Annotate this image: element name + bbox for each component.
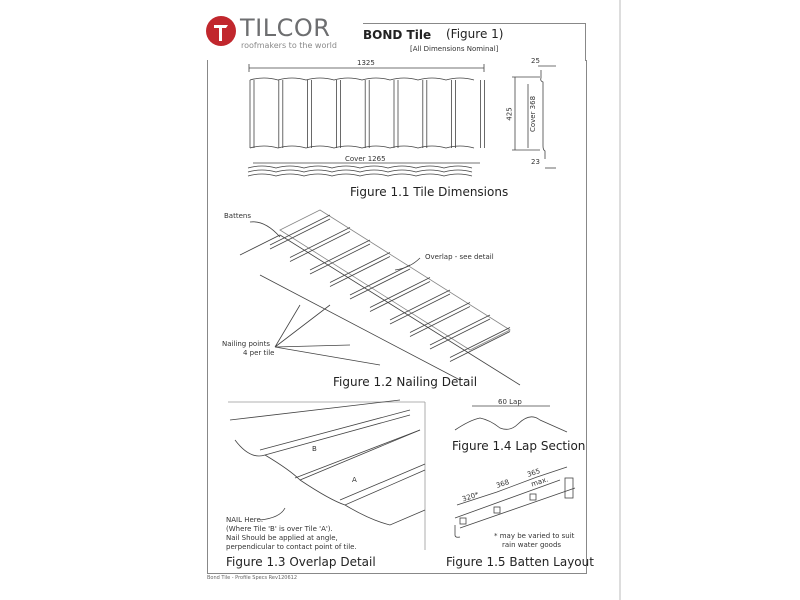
roof-nailing-drawing — [239, 209, 521, 386]
header-rule-right — [585, 23, 586, 61]
width-dimension: 1325 — [357, 59, 375, 67]
dimensions-note: [All Dimensions Nominal] — [410, 45, 499, 53]
nailing-points-label: Nailing points — [222, 340, 270, 348]
bottom-dimension: 23 — [531, 158, 540, 166]
brand-tagline: roofmakers to the world — [241, 41, 337, 50]
battens-label: Battens — [224, 212, 251, 220]
top-dimension: 25 — [531, 57, 540, 65]
viewer-scroll-edge — [619, 0, 621, 600]
height-dimension: 425 — [505, 107, 514, 121]
cover-height-dimension: Cover 368 — [529, 95, 538, 133]
nail-note-1: NAIL Here. — [226, 516, 264, 524]
tile-front-view — [248, 64, 485, 149]
tile-bottom-view — [247, 162, 480, 177]
overlap-label: Overlap - see detail — [425, 253, 494, 261]
batten-note-2: rain water goods — [502, 541, 562, 549]
nail-note-4: perpendicular to contact point of tile. — [226, 543, 357, 551]
tile-b-label: B — [312, 445, 317, 453]
tile-a-label: A — [352, 476, 357, 484]
footer-revision: Bond Tile - Profile Specs Rev120612 — [207, 575, 298, 581]
cover-width-dimension: Cover 1265 — [345, 155, 386, 163]
batten-note-1: * may be varied to suit — [494, 532, 575, 540]
tile-side-view — [512, 65, 556, 169]
lap-dimension: 60 Lap — [498, 398, 522, 406]
figure-1-5-caption: Figure 1.5 Batten Layout — [446, 555, 594, 569]
figure-1-2-caption: Figure 1.2 Nailing Detail — [333, 375, 478, 389]
figure-1-1-caption: Figure 1.1 Tile Dimensions — [350, 185, 509, 199]
tilcor-logo-icon — [206, 16, 236, 46]
figure-1-4-caption: Figure 1.4 Lap Section — [452, 439, 586, 453]
batten-layout-drawing — [454, 466, 576, 538]
header-rule — [363, 23, 586, 24]
figure-number: (Figure 1) — [446, 27, 504, 41]
overlap-detail-drawing — [228, 399, 426, 550]
nailing-count-label: 4 per tile — [243, 349, 275, 357]
brand-name: TILCOR — [240, 14, 331, 42]
page-border — [207, 60, 587, 574]
nail-note-2: (Where Tile 'B' is over Tile 'A'). — [226, 525, 333, 533]
nail-note-3: Nail Should be applied at angle, — [226, 534, 338, 542]
lap-section-drawing — [454, 405, 568, 433]
document-title: BOND Tile — [363, 28, 432, 42]
figure-1-3-caption: Figure 1.3 Overlap Detail — [226, 555, 376, 569]
